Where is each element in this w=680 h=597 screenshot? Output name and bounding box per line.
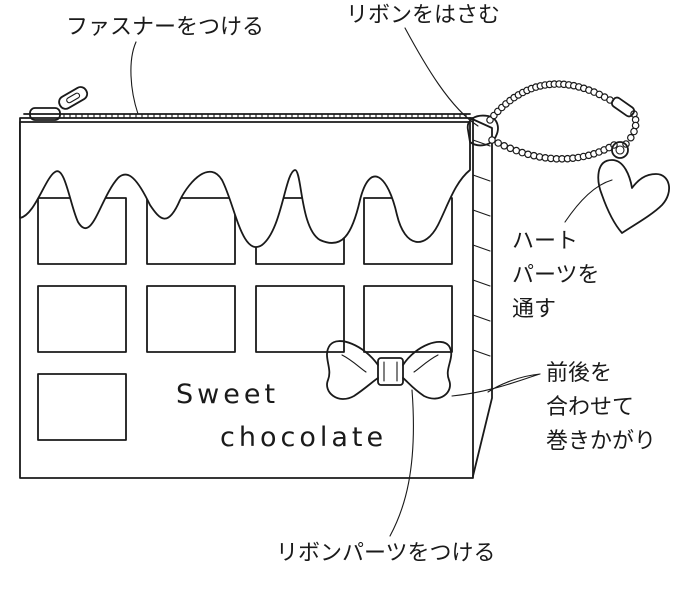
zipper-pull xyxy=(58,86,89,110)
choco-square xyxy=(146,197,236,265)
bow xyxy=(326,340,453,400)
pouch-side xyxy=(469,117,493,477)
label-ribbon-part: リボンパーツをつける xyxy=(276,541,496,566)
choco-square xyxy=(363,285,453,353)
pouch-text-sweet: Sweet xyxy=(176,379,279,410)
zipper xyxy=(23,86,471,121)
choco-square xyxy=(37,373,127,441)
chain-bead xyxy=(630,127,638,136)
leader-heart xyxy=(564,179,613,223)
label-zipper: ファスナーをつける xyxy=(66,15,264,40)
heart-charm xyxy=(597,159,670,234)
label-wrap-3: 巻きかがり xyxy=(546,429,656,454)
leader-zipper xyxy=(130,41,139,115)
ribbon-tab xyxy=(466,114,499,147)
label-heart-1: ハート xyxy=(512,229,578,254)
leader-wrap xyxy=(451,373,541,397)
chain-bead xyxy=(500,142,509,150)
label-ribbon-clip: リボンをはさむ xyxy=(346,3,500,28)
label-wrap-1: 前後を xyxy=(546,361,612,386)
cream-drip xyxy=(19,121,471,248)
choco-square xyxy=(37,285,127,353)
chain-bead xyxy=(494,139,503,147)
label-heart-2: パーツを xyxy=(512,263,600,288)
chain-connector xyxy=(610,96,636,118)
label-heart-3: 通す xyxy=(512,297,556,322)
zipper-slider xyxy=(29,107,61,121)
choco-square xyxy=(255,285,345,353)
leader-ribbon-clip xyxy=(404,27,479,127)
chain-bead xyxy=(626,133,635,142)
pouch-text-chocolate: chocolate xyxy=(220,422,387,453)
whipstitch xyxy=(472,139,491,357)
leader-bow xyxy=(389,389,414,537)
charm-ring xyxy=(611,141,629,159)
choco-square xyxy=(146,285,236,353)
label-wrap-2: 合わせて xyxy=(546,395,634,420)
chain-bead xyxy=(488,136,496,144)
chain-bead xyxy=(631,121,640,130)
